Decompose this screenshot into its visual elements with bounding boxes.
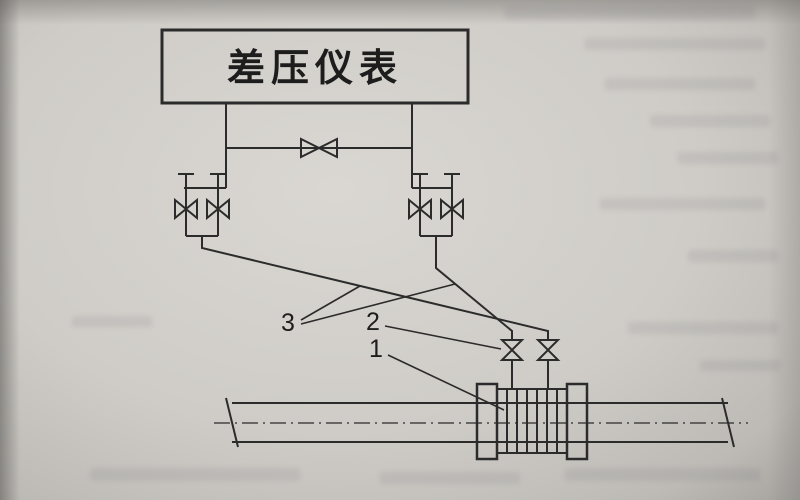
callout-3-label: 3 (281, 309, 295, 337)
shutoff-valve-pair-right (408, 173, 464, 237)
shutoff-valve-icon (418, 197, 432, 221)
callout-3: 3 (281, 283, 456, 337)
bleedthrough-smudge (585, 38, 765, 50)
flange-left (475, 382, 499, 461)
tap-valve-icon (499, 348, 525, 361)
impulse-tube-a (201, 236, 549, 340)
callout-1: 1 (369, 335, 505, 411)
bleedthrough-smudge (505, 6, 755, 19)
tap-valve-icon (535, 348, 561, 361)
pipe-break-left (225, 397, 239, 448)
bleedthrough-smudge (688, 250, 778, 262)
shutoff-valve-icon (216, 197, 230, 221)
callout-2-leader (384, 325, 502, 350)
tap-valve-icon (499, 339, 525, 352)
callout-2-label: 2 (366, 308, 380, 336)
bleedthrough-smudge (72, 316, 152, 327)
instrument-box-outline (160, 28, 470, 105)
bleedthrough-smudge (565, 468, 760, 481)
callout-3-leader (300, 285, 361, 321)
tap-valve-right (535, 339, 561, 390)
bleedthrough-smudge (605, 78, 755, 90)
callout-1-label: 1 (369, 335, 383, 363)
tap-valve-icon (535, 339, 561, 352)
shutoff-valve-pair-left (174, 173, 230, 237)
shutoff-valve-icon (184, 197, 198, 221)
tap-valve-left (499, 339, 525, 390)
callout-2: 2 (366, 308, 502, 350)
bleedthrough-smudge (628, 322, 778, 334)
equalizing-valve (300, 137, 338, 159)
shutoff-valve-icon (440, 197, 454, 221)
callout-1-leader (387, 354, 505, 411)
impulse-tube-b (435, 236, 513, 340)
equalizing-valve-icon (300, 137, 322, 159)
shutoff-valve-icon (450, 197, 464, 221)
instrument-box-label: 差压仪表 (227, 48, 403, 90)
bleedthrough-smudge (90, 468, 300, 481)
bleedthrough-smudge (700, 360, 780, 371)
shutoff-valve-icon (408, 197, 422, 221)
bleedthrough-smudge (600, 198, 765, 210)
process-pipe (225, 397, 735, 448)
bleedthrough-smudge (380, 472, 520, 484)
orifice-assembly (475, 382, 589, 461)
equalizing-valve-icon (316, 137, 338, 159)
shutoff-valve-icon (206, 197, 220, 221)
flange-right (565, 382, 589, 461)
bleedthrough-smudge (678, 152, 778, 164)
callout-3-leader (300, 283, 456, 325)
bleedthrough-smudge (650, 115, 770, 127)
shutoff-valve-icon (174, 197, 188, 221)
instrument-box: 差压仪表 (160, 28, 470, 105)
